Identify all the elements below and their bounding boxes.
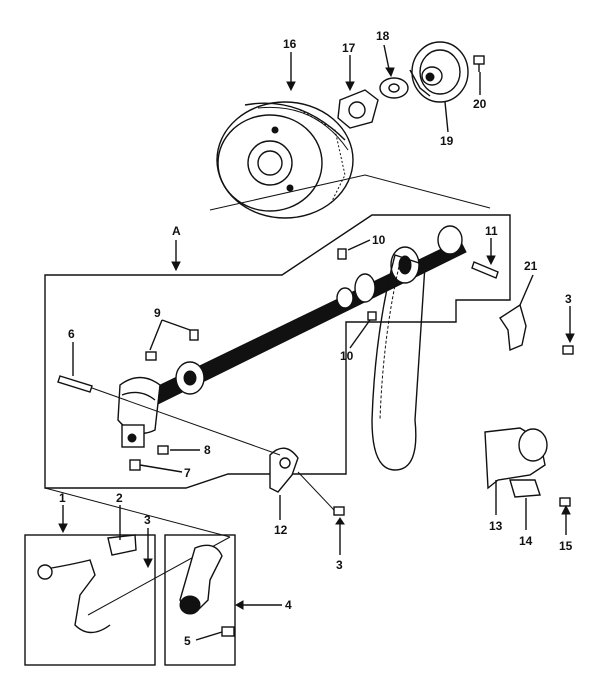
label-part-9: 9 bbox=[154, 306, 161, 320]
label-part-16: 16 bbox=[283, 37, 297, 51]
label-part-10-top: 10 bbox=[372, 233, 386, 247]
label-part-11: 11 bbox=[485, 224, 498, 238]
label-part-17: 17 bbox=[342, 41, 356, 55]
label-part-2: 2 bbox=[116, 491, 123, 505]
label-part-3-inset: 3 bbox=[144, 513, 151, 527]
label-part-4: 4 bbox=[285, 598, 292, 612]
label-part-15: 15 bbox=[559, 539, 573, 553]
timing-belt bbox=[371, 254, 426, 471]
screw-20 bbox=[473, 55, 485, 72]
label-part-18: 18 bbox=[376, 29, 390, 43]
label-part-21: 21 bbox=[524, 259, 538, 273]
bracket-13-14 bbox=[484, 427, 548, 498]
label-part-3-right: 3 bbox=[565, 292, 572, 306]
washer bbox=[379, 77, 409, 99]
handwheel bbox=[216, 101, 354, 219]
label-part-1: 1 bbox=[59, 491, 66, 505]
inset-right bbox=[164, 534, 236, 666]
label-part-5: 5 bbox=[184, 634, 191, 648]
label-assembly-a: A bbox=[172, 224, 181, 238]
label-part-8: 8 bbox=[204, 443, 211, 457]
small-hardware bbox=[57, 248, 574, 516]
plate-12 bbox=[269, 447, 299, 493]
assembly-outline bbox=[44, 214, 511, 489]
label-part-19: 19 bbox=[440, 134, 454, 148]
label-part-6: 6 bbox=[68, 327, 75, 341]
label-part-20: 20 bbox=[473, 97, 487, 111]
label-part-3-bottom: 3 bbox=[336, 558, 343, 572]
label-part-10-bottom: 10 bbox=[340, 349, 354, 363]
label-part-14: 14 bbox=[519, 534, 533, 548]
handwheel-group bbox=[216, 41, 485, 219]
gasket-plate bbox=[337, 89, 379, 129]
leader-lines bbox=[58, 44, 575, 641]
label-part-13: 13 bbox=[489, 519, 503, 533]
callout-labels: 16 17 18 19 20 A 10 11 21 3 9 6 10 8 7 1… bbox=[59, 29, 573, 648]
label-part-7: 7 bbox=[184, 466, 191, 480]
bracket-21 bbox=[499, 303, 527, 352]
inset-left bbox=[24, 534, 156, 666]
main-shaft bbox=[117, 225, 467, 448]
label-part-12: 12 bbox=[274, 523, 288, 537]
pulley-gear bbox=[409, 41, 469, 103]
